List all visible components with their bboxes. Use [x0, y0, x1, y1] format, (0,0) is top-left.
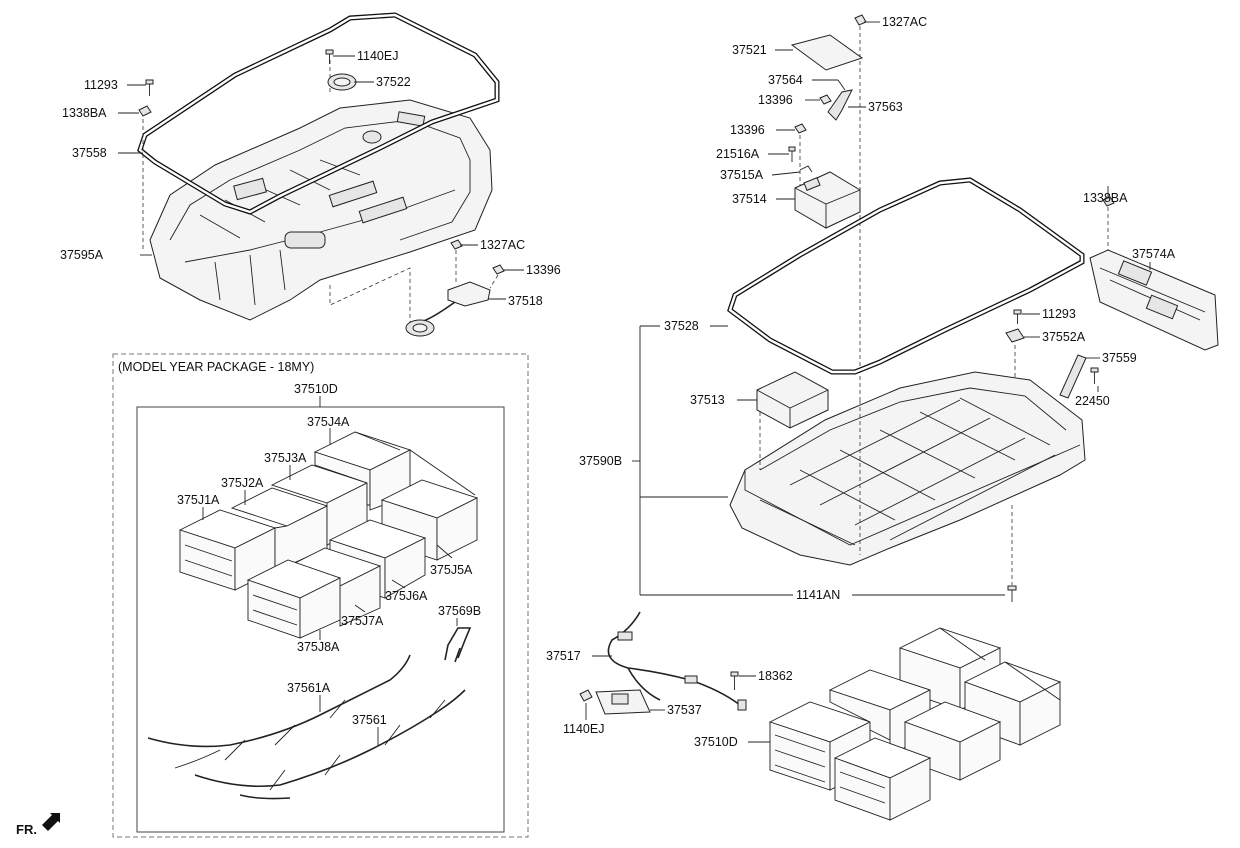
bolt-1140EJ-bottom-icon [579, 689, 593, 702]
callout-1140EJ-bottom: 1140EJ [563, 722, 604, 736]
bolt-21516A-icon [788, 146, 796, 162]
callout-1140EJ-top: 1140EJ [357, 49, 398, 63]
callout-375J3A: 375J3A [264, 451, 307, 465]
front-orientation-indicator: FR. [16, 813, 60, 837]
tray-leaders [632, 325, 1013, 596]
nut-13396-mid-icon [492, 264, 505, 275]
fr-label: FR. [16, 822, 37, 837]
module-block-4 [963, 661, 1062, 746]
callout-37515A: 37515A [720, 168, 764, 182]
tray-gasket-37528 [727, 177, 1085, 375]
bolt-11293-left-icon [145, 79, 154, 96]
bracket-37563-icon [827, 89, 853, 121]
callout-18362: 18362 [758, 669, 793, 683]
harness-37561 [194, 689, 466, 800]
callout-37595A: 37595A [60, 248, 104, 262]
grommet-37522-icon [327, 73, 357, 91]
callout-37552A: 37552A [1042, 330, 1086, 344]
callout-37574A: 37574A [1132, 247, 1176, 261]
callout-11293-left: 11293 [84, 78, 118, 92]
callout-37513: 37513 [690, 393, 725, 407]
callout-37561A: 37561A [287, 681, 331, 695]
duct-37574A [1089, 196, 1219, 351]
callout-37558: 37558 [72, 146, 107, 160]
module-block-5 [903, 701, 1002, 781]
bolt-1140EJ-top-icon [325, 49, 334, 64]
top-left-leaders [118, 55, 374, 256]
callout-37514: 37514 [732, 192, 767, 206]
fr-arrow-icon [42, 813, 60, 831]
callout-37590B: 37590B [579, 454, 622, 468]
callout-375J2A: 375J2A [221, 476, 264, 490]
module-37513 [756, 371, 829, 470]
callout-37522: 37522 [376, 75, 411, 89]
callout-375J8A: 375J8A [297, 640, 340, 654]
callout-37518: 37518 [508, 294, 543, 308]
plate-37521-icon [790, 34, 864, 71]
callout-1141AN: 1141AN [796, 588, 840, 602]
bracket-37537-icon [595, 689, 651, 715]
callout-1338BA-left: 1338BA [62, 106, 107, 120]
bolt-1141AN-icon [1007, 585, 1017, 602]
callout-11293-right: 11293 [1042, 307, 1076, 321]
callout-375J7A: 375J7A [341, 614, 384, 628]
callout-375J6A: 375J6A [385, 589, 428, 603]
callout-375J5A: 375J5A [430, 563, 473, 577]
callout-13396-a: 13396 [758, 93, 793, 107]
callout-37569B: 37569B [438, 604, 481, 618]
nut-1338BA-right-icon [1102, 196, 1115, 207]
nut-1327AC-top-icon [854, 14, 867, 26]
bolt-18362-icon [730, 671, 739, 690]
bracket-37559-icon [1059, 354, 1087, 399]
callout-37510D-bottom: 37510D [694, 735, 738, 749]
harness-37517 [607, 611, 747, 711]
nut-13396-a-icon [819, 94, 832, 105]
callout-22450: 22450 [1075, 394, 1110, 408]
bracket-37552A-icon [1005, 328, 1025, 343]
callout-13396-b: 13396 [730, 123, 765, 137]
callout-37528: 37528 [664, 319, 699, 333]
service-plug-37518 [405, 239, 505, 337]
callout-37537: 37537 [667, 703, 702, 717]
callout-13396-mid: 13396 [526, 263, 561, 277]
harness-37561A [147, 654, 411, 769]
module-stack-bottom-37510D [768, 627, 1062, 821]
callout-1338BA-right: 1338BA [1083, 191, 1128, 205]
callout-37521: 37521 [732, 43, 767, 57]
callout-37510D-package: 37510D [294, 382, 338, 396]
module-block-6 [833, 737, 932, 821]
bms-module-37514-icon [794, 171, 861, 229]
nut-1327AC-mid-icon [450, 239, 463, 250]
package-modules [178, 431, 479, 639]
callout-37517: 37517 [546, 649, 581, 663]
callout-37564: 37564 [768, 73, 803, 87]
callout-1327AC-top: 1327AC [882, 15, 927, 29]
bolt-11293-right-icon [1013, 309, 1022, 324]
nut-1338BA-left-icon [138, 105, 152, 117]
callout-37563: 37563 [868, 100, 903, 114]
package-title: (MODEL YEAR PACKAGE - 18MY) [118, 360, 314, 374]
clip-37515A-icon [799, 165, 813, 173]
bracket-37569B-icon [444, 627, 472, 663]
model-year-package-box: (MODEL YEAR PACKAGE - 18MY) 37510D [112, 353, 529, 838]
upper-cover-assembly [137, 12, 500, 330]
nut-13396-b-icon [794, 123, 807, 134]
battery-tray-37590B [729, 371, 1086, 566]
callout-21516A: 21516A [716, 147, 760, 161]
callout-375J1A: 375J1A [177, 493, 220, 507]
bolt-22450-icon [1090, 367, 1099, 384]
callout-1327AC-mid: 1327AC [480, 238, 525, 252]
module-375J8A [246, 559, 342, 639]
callout-37559: 37559 [1102, 351, 1137, 365]
callout-375J4A: 375J4A [307, 415, 350, 429]
callout-37561: 37561 [352, 713, 387, 727]
bms-bracket-stack [788, 14, 867, 400]
